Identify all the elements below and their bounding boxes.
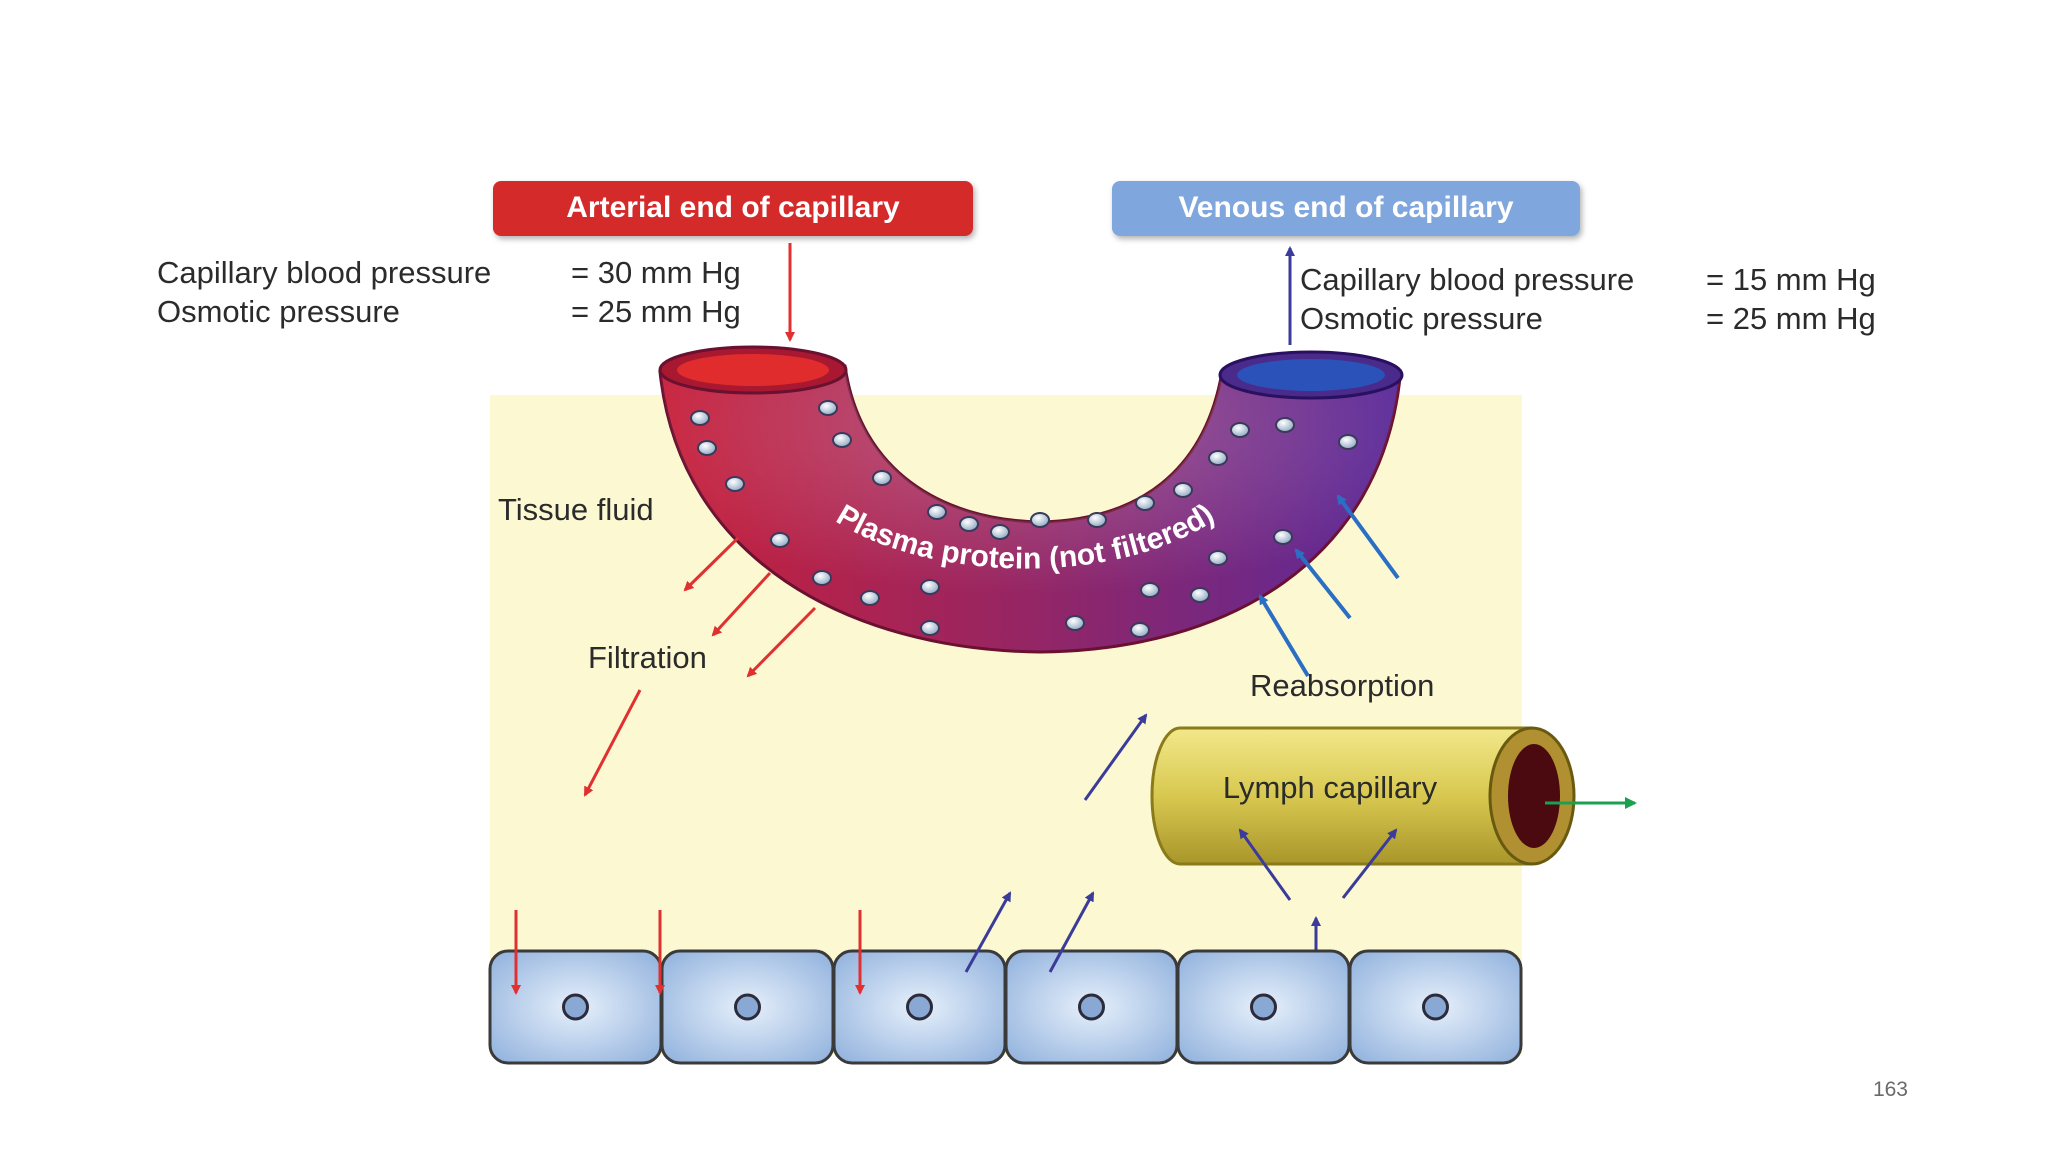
venous-end-badge (1112, 181, 1580, 236)
venous-osm-label: Osmotic pressure (1300, 301, 1543, 336)
protein-dot (920, 579, 940, 595)
protein-dot (1135, 495, 1155, 511)
slide-number: 163 (1872, 1078, 1908, 1101)
reabsorption-arrow (1336, 494, 1400, 580)
plasma-protein-dots (690, 400, 1358, 638)
tissue-fluid-label: Tissue fluid (498, 492, 654, 527)
protein-dot (812, 570, 832, 586)
reabsorption-label: Reabsorption (1250, 668, 1434, 703)
arterial-osm-label: Osmotic pressure (157, 294, 400, 329)
protein-dot (1275, 417, 1295, 433)
reabsorption-arrow (1083, 713, 1148, 801)
filtration-arrow (746, 606, 817, 678)
filtration-arrow (683, 536, 740, 592)
cell-nucleus (562, 993, 589, 1021)
cell-nucleus (1422, 993, 1449, 1021)
protein-dot (959, 516, 979, 532)
protein-dot (1208, 550, 1228, 566)
protein-dot (1190, 587, 1210, 603)
venous-bp-label: Capillary blood pressure (1300, 262, 1634, 297)
reabsorption-arrow (1258, 594, 1310, 678)
venous-end-title: Venous end of capillary (1178, 191, 1513, 224)
cell-nucleus (1250, 993, 1277, 1021)
lymph-entry-arrow (1341, 828, 1398, 899)
protein-dot (1130, 622, 1150, 638)
protein-dot (1338, 434, 1358, 450)
protein-dot (725, 476, 745, 492)
lymph-capillary-label: Lymph capillary (1223, 770, 1438, 805)
reabsorption-arrow (1294, 548, 1352, 620)
tissue-cell-layer (488, 949, 1523, 1065)
protein-dot (818, 400, 838, 416)
protein-dot (990, 524, 1010, 540)
cell-exchange-arrows (511, 891, 1095, 995)
protein-dot (860, 590, 880, 606)
reabsorption-arrows (1083, 494, 1400, 801)
arterial-bp-label: Capillary blood pressure (157, 255, 491, 290)
arterial-osm-value: = 25 mm Hg (571, 294, 741, 329)
protein-dot (1230, 422, 1250, 438)
arterial-bp-value: = 30 mm Hg (571, 255, 741, 290)
lymph-entry-arrow (1238, 828, 1292, 901)
protein-dot (690, 410, 710, 426)
filtration-label: Filtration (588, 640, 707, 675)
protein-dot (1030, 512, 1050, 528)
protein-dot (920, 620, 940, 636)
protein-dot (1173, 482, 1193, 498)
arterial-end-badge (493, 181, 973, 236)
arterial-end-title: Arterial end of capillary (566, 191, 900, 224)
protein-dot (927, 504, 947, 520)
protein-dot (1087, 512, 1107, 528)
cell-reabsorption-arrow (964, 891, 1012, 973)
cell-reabsorption-arrow (1048, 891, 1095, 973)
venous-osm-value: = 25 mm Hg (1706, 301, 1876, 336)
protein-dot (1065, 615, 1085, 631)
protein-dot (697, 440, 717, 456)
filtration-arrow (711, 571, 772, 637)
protein-dot (832, 432, 852, 448)
cell-nucleus (906, 993, 933, 1021)
cell-nucleus (734, 993, 761, 1021)
cell-nucleus (1078, 993, 1105, 1021)
filtration-arrow (583, 689, 642, 797)
protein-dot (1208, 450, 1228, 466)
filtration-arrows (583, 536, 817, 797)
venous-bp-value: = 15 mm Hg (1706, 262, 1876, 297)
protein-dot (1273, 529, 1293, 545)
protein-dot (1140, 582, 1160, 598)
protein-dot (770, 532, 790, 548)
protein-dot (872, 470, 892, 486)
